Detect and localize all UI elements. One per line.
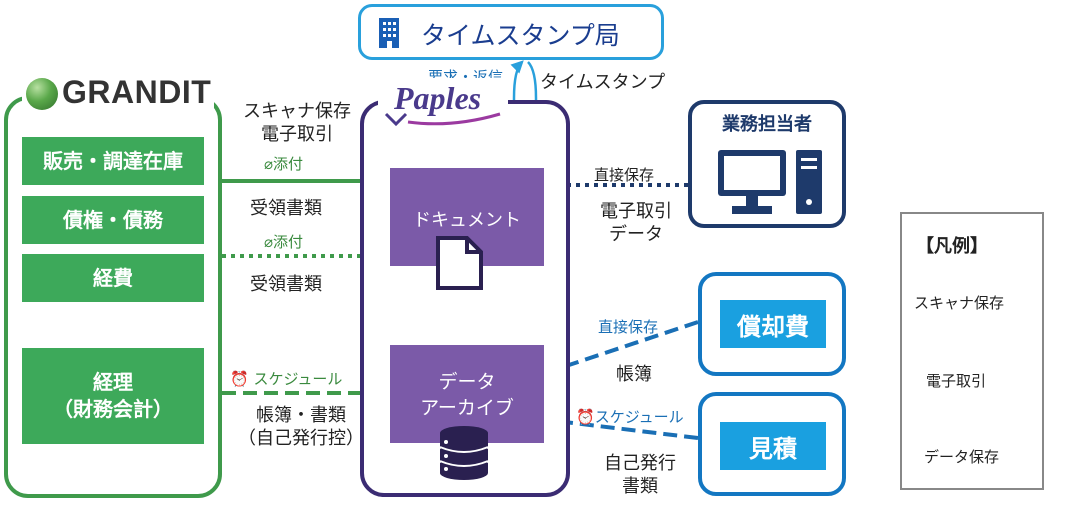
legend-scan-label: スキャナ保存 [914,294,1005,312]
received-docs-label-2: 受領書類 [250,274,322,295]
depreciation-label: 償却費 [720,300,826,348]
tsa-request-arrow [510,60,524,166]
timestamp-label: タイムスタンプ [540,72,666,93]
etrans-label: 電子取引 [261,124,333,146]
database-icon [439,426,489,480]
paperclip-icon: ⌀ [264,155,274,173]
paples-wordmark: Paples [394,80,482,116]
direct-save-label-1: 直接保存 [594,166,655,184]
paperclip-icon: ⌀ [264,233,274,251]
staff-box: 業務担当者 [688,100,846,228]
attach-label-2: ⌀添付 [264,233,304,251]
depreciation-arrow [544,320,699,376]
depreciation-panel: 償却費 [698,272,846,376]
direct-save-label-2: 直接保存 [598,318,659,336]
archive-line1: データ [438,371,496,393]
legend-box: 【凡例】 スキャナ保存 電子取引 データ保存 [900,212,1044,490]
etrans-data-line1: 電子取引 [600,201,672,222]
alarm-clock-icon: ⏰ [576,408,595,426]
paples-logo: Paples [378,78,508,128]
module-sales-procurement: 販売・調達在庫 [22,137,204,185]
grandit-globe-icon [26,78,58,110]
estimate-arrow [544,413,699,440]
computer-icon [718,150,822,214]
alarm-clock-icon: ⏰ [230,370,249,388]
ledger-docs-line2: （自己発行控） [238,428,364,450]
ledger-label: 帳簿 [616,364,652,385]
received-docs-label-1: 受領書類 [250,198,322,219]
module-accounting: 経理 （財務会計） [22,348,204,444]
scan-label: スキャナ保存 [243,101,351,122]
legend-data-save-label: データ保存 [924,448,1000,466]
etrans-data-line2: データ [609,224,663,246]
module-receivables-payables: 債権・債務 [22,196,204,244]
legend-etrans-label: 電子取引 [926,372,987,390]
staff-label: 業務担当者 [722,114,812,135]
grandit-wordmark: GRANDIT [62,74,212,110]
archive-line2: アーカイブ [420,396,514,419]
document-icon [436,236,483,290]
estimate-panel: 見積 [698,392,846,496]
tsa-reply-arrow [527,61,543,167]
schedule-label-1: ⏰ スケジュール [230,370,343,388]
attach-label-1: ⌀添付 [264,155,304,173]
ledger-docs-label: 帳簿・書類 （自己発行控） [226,404,376,451]
building-icon [379,18,399,48]
schedule-label-2: ⏰スケジュール [576,408,684,426]
etrans-data-label: 電子取引 データ [586,200,686,247]
legend-title: 【凡例】 [916,236,988,257]
self-issued-label: 自己発行 書類 [596,452,684,499]
archive-label: データ アーカイブ [390,370,544,421]
self-issued-line1: 自己発行 [604,453,676,474]
self-issued-line2: 書類 [622,476,658,498]
module-expenses: 経費 [22,254,204,302]
ledger-docs-line1: 帳簿・書類 [256,405,346,426]
timestamp-authority-box: タイムスタンプ局 [358,4,664,60]
scan-etrans-label: スキャナ保存 電子取引 [232,100,362,147]
timestamp-authority-label: タイムスタンプ局 [421,21,620,50]
accounting-title: 経理 [93,370,133,394]
accounting-subtitle: （財務会計） [53,397,173,421]
paples-swoosh-icon [384,112,501,127]
document-label: ドキュメント [413,210,521,231]
grandit-logo: GRANDIT [22,72,214,116]
estimate-label: 見積 [720,422,826,470]
